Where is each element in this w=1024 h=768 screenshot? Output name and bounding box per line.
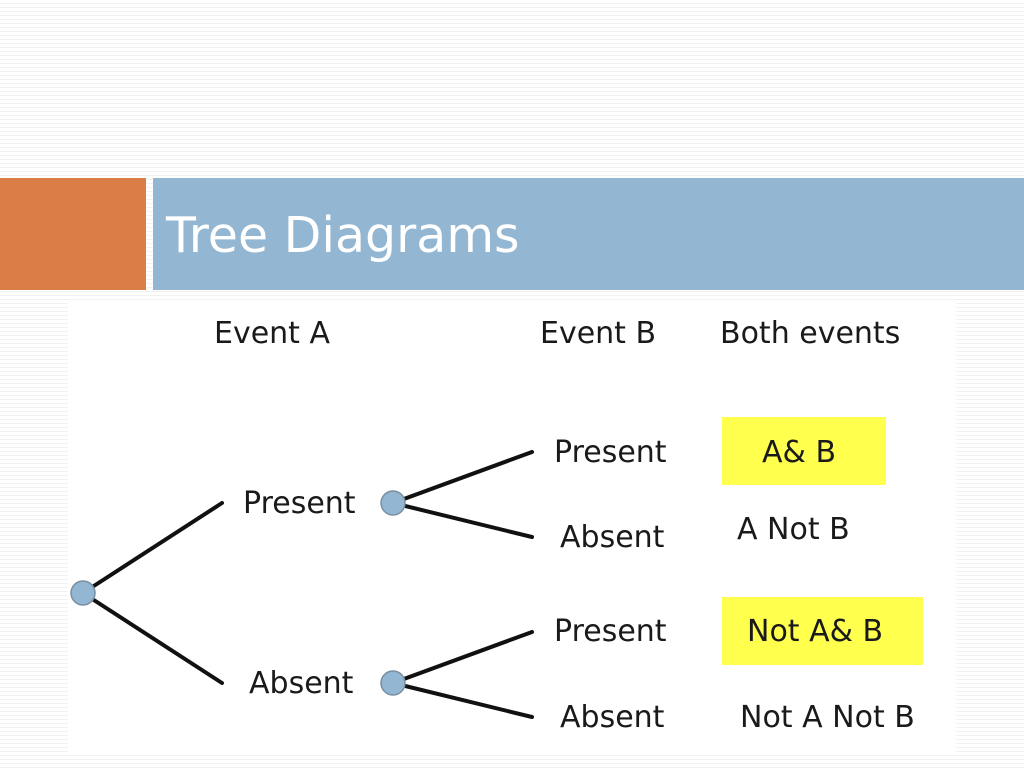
outcome-highlight-a-and-b xyxy=(722,417,886,485)
level2-label-present-present: Present xyxy=(554,435,667,470)
level2-label-present-absent: Absent xyxy=(560,520,665,555)
root-node xyxy=(70,580,96,606)
outcome-not-a-and-b: Not A& B xyxy=(747,614,884,649)
level1-label-absent: Absent xyxy=(249,666,354,701)
outcome-a-not-b: A Not B xyxy=(737,512,850,547)
accent-block xyxy=(0,178,146,290)
title-bar xyxy=(153,178,1024,290)
column-header-both-events: Both events xyxy=(720,316,901,351)
branch-present-absent xyxy=(391,501,534,539)
branch-present-present xyxy=(391,450,534,505)
level2-label-absent-present: Present xyxy=(554,614,667,649)
column-header-event-b: Event B xyxy=(540,316,657,351)
branch-absent-absent xyxy=(391,681,534,719)
node-a-absent xyxy=(380,670,406,696)
branch-root-absent xyxy=(81,591,224,685)
content-panel xyxy=(68,300,956,752)
outcome-highlight-not-a-and-b xyxy=(722,597,923,665)
branch-absent-present xyxy=(391,630,534,685)
level2-label-absent-absent: Absent xyxy=(560,700,665,735)
outcome-a-and-b: A& B xyxy=(762,435,837,470)
branch-root-present xyxy=(81,501,224,595)
level1-label-present: Present xyxy=(243,486,356,521)
column-header-event-a: Event A xyxy=(214,316,331,351)
slide-title: Tree Diagrams xyxy=(166,207,520,264)
outcome-not-a-not-b: Not A Not B xyxy=(740,700,915,735)
node-a-present xyxy=(380,490,406,516)
